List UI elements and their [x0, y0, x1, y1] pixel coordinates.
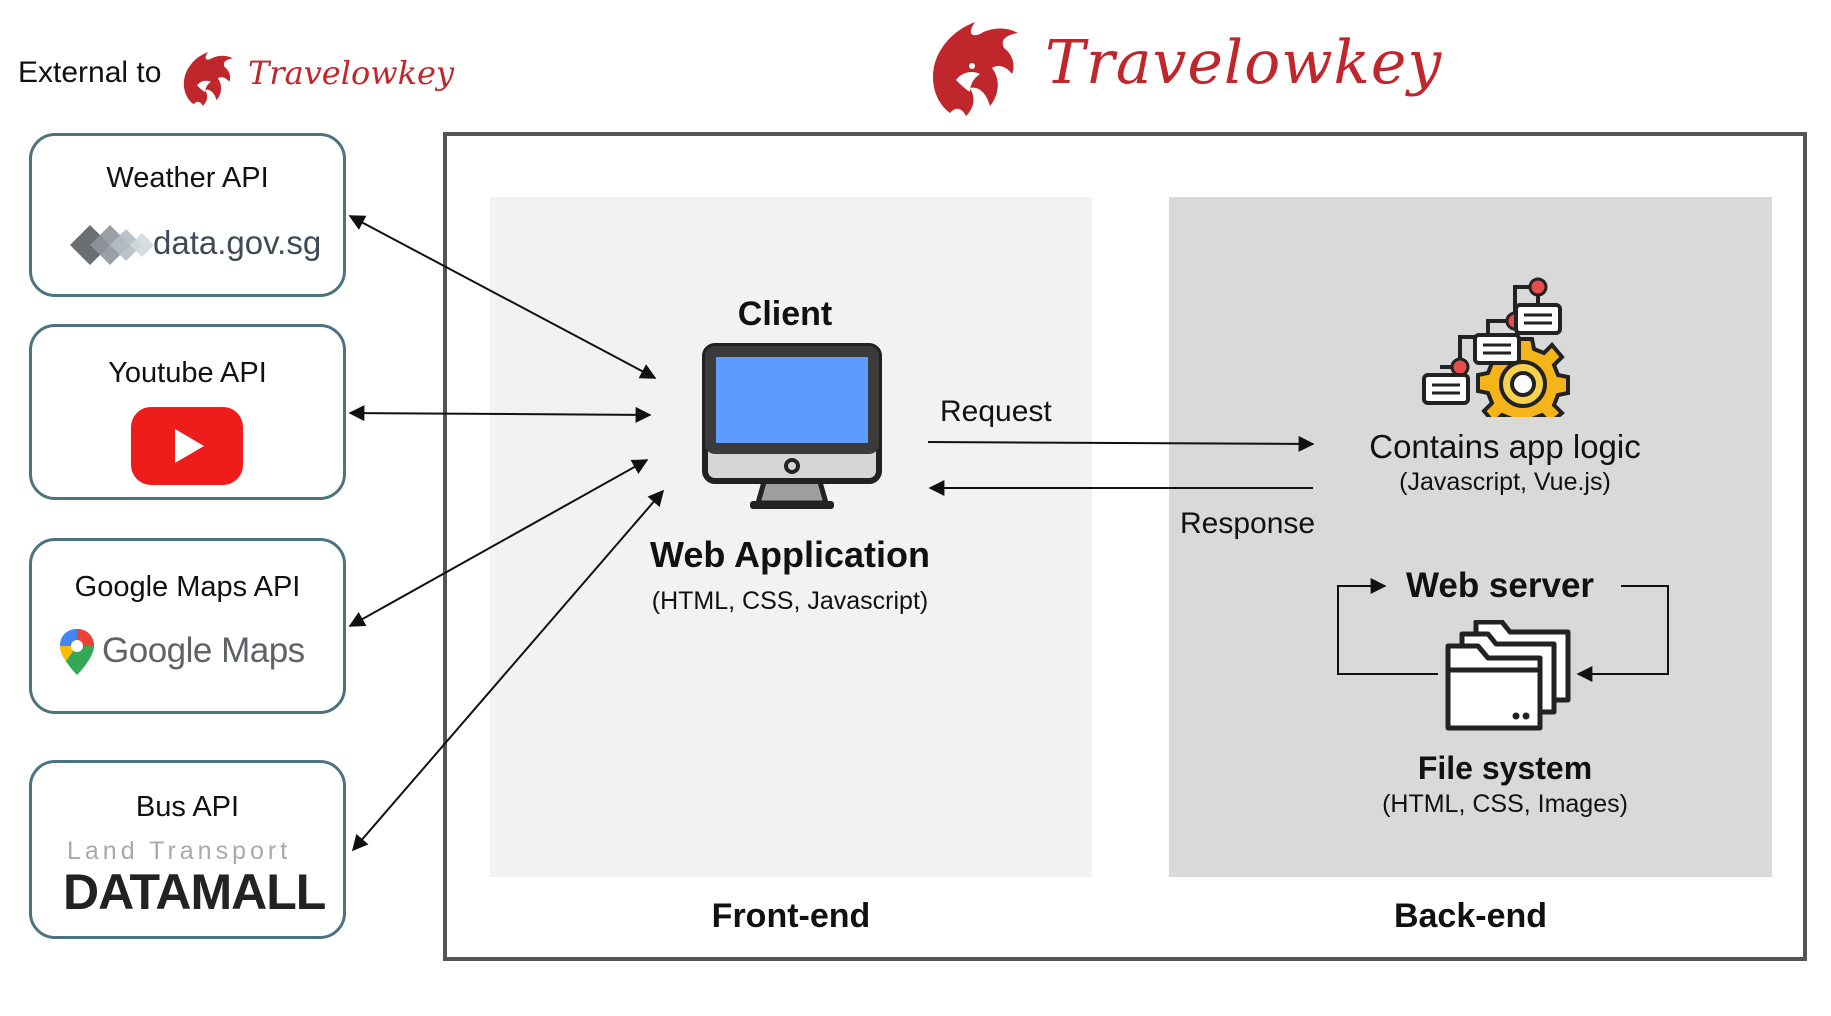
weather-api-title: Weather API — [106, 162, 269, 194]
bus-api-title: Bus API — [135, 791, 240, 823]
frontend-tech-label: (HTML, CSS, Javascript) — [651, 587, 929, 615]
request-arrow — [927, 435, 1315, 452]
datamall-logo-text: DATAMALL — [63, 864, 326, 920]
bus-client-arrow — [351, 489, 665, 852]
request-label: Request — [940, 395, 1052, 428]
flowchart-gear-icon — [1422, 277, 1570, 417]
app-logic-tech-label: (Javascript, Vue.js) — [1399, 468, 1611, 496]
data-gov-sg-diamonds-logo-icon — [70, 225, 154, 265]
maps-client-arrow — [348, 459, 649, 627]
brand-wordmark-small: Travelowkey — [248, 54, 455, 92]
google-maps-pin-logo-icon — [60, 629, 94, 675]
client-label: Client — [737, 295, 833, 333]
file-system-label: File system — [1417, 750, 1593, 786]
bus-api-box: Bus API Land Transport DATAMALL — [29, 760, 346, 939]
brand-header: Travelowkey — [920, 8, 1441, 128]
weather-api-box: Weather API data.gov.sg — [29, 133, 346, 297]
app-logic-label: Contains app logic — [1369, 428, 1641, 465]
server-loop-right — [1576, 585, 1669, 682]
datamall-subtitle: Land Transport — [67, 837, 292, 865]
server-loop-left — [1337, 578, 1438, 675]
google-maps-api-title: Google Maps API — [74, 571, 301, 603]
backend-label: Back-end — [1393, 897, 1548, 935]
desktop-monitor-icon — [702, 343, 882, 509]
lion-logo-small-icon — [183, 52, 233, 106]
youtube-play-logo-icon — [131, 407, 243, 485]
weather-client-arrow — [348, 215, 657, 379]
youtube-api-title: Youtube API — [108, 357, 267, 389]
google-maps-api-box: Google Maps API Google Maps — [29, 538, 346, 714]
lion-logo-icon — [932, 22, 1018, 116]
brand-wordmark: Travelowkey — [1045, 28, 1443, 98]
folders-icon — [1445, 620, 1571, 731]
external-label: External to Travelowkey — [18, 48, 454, 118]
youtube-client-arrow — [348, 405, 652, 423]
data-gov-sg-logo-text: data.gov.sg — [153, 224, 322, 261]
backend-panel — [1169, 197, 1772, 877]
web-server-label: Web server — [1405, 566, 1595, 605]
external-prefix: External to — [18, 56, 162, 89]
frontend-label: Front-end — [711, 897, 871, 935]
youtube-api-box: Youtube API — [29, 324, 346, 500]
web-application-label: Web Application — [649, 534, 930, 575]
file-system-tech-label: (HTML, CSS, Images) — [1382, 790, 1628, 818]
response-label: Response — [1180, 507, 1316, 540]
google-maps-logo-text: Google Maps — [102, 631, 305, 670]
